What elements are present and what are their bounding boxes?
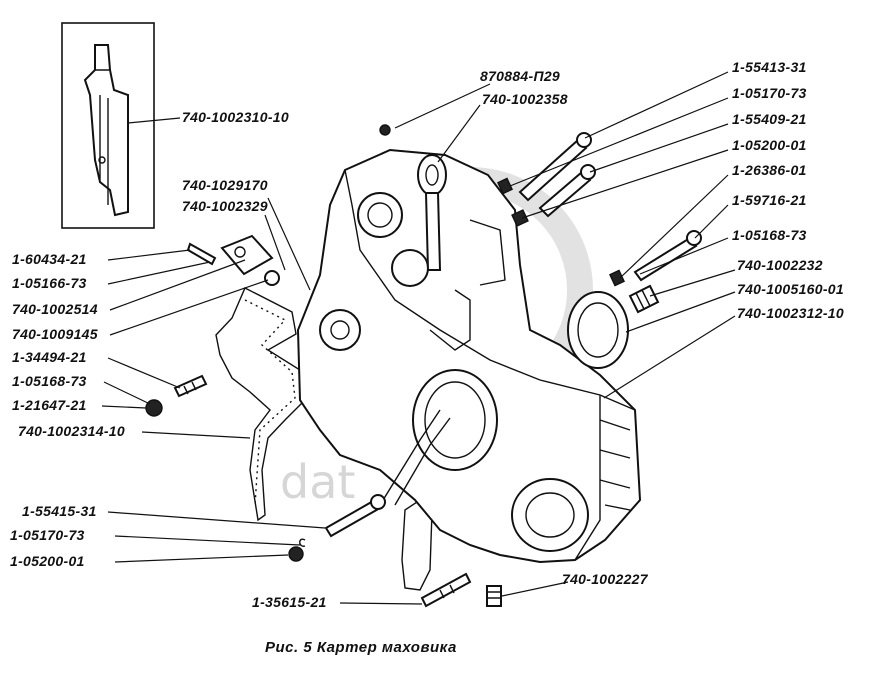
nut-left bbox=[145, 399, 163, 417]
label-1-05170-73-left: 1-05170-73 bbox=[10, 527, 85, 543]
plug-bottom bbox=[486, 585, 502, 607]
nut-upper bbox=[511, 209, 529, 227]
figure-caption: Рис. 5 Картер маховика bbox=[265, 639, 457, 656]
label-1-55409-21: 1-55409-21 bbox=[732, 111, 807, 127]
seal-ring bbox=[567, 291, 629, 369]
label-740-1005160-01: 740-1005160-01 bbox=[737, 281, 844, 297]
inset-detail bbox=[61, 22, 155, 229]
label-740-1002358: 740-1002358 bbox=[482, 91, 568, 107]
bolt-upper bbox=[518, 132, 592, 202]
stud-bottom bbox=[420, 572, 472, 608]
washer-upper bbox=[497, 177, 513, 195]
plug-top bbox=[379, 124, 391, 136]
plug-right bbox=[628, 284, 660, 314]
washer-right bbox=[609, 269, 625, 287]
washer-lower bbox=[299, 538, 306, 547]
label-740-1002312-10: 740-1002312-10 bbox=[737, 305, 844, 321]
label-1-35615-21: 1-35615-21 bbox=[252, 594, 327, 610]
nut-lower bbox=[288, 546, 304, 562]
label-1-34494-21: 1-34494-21 bbox=[12, 349, 87, 365]
label-1-59716-21: 1-59716-21 bbox=[732, 192, 807, 208]
label-1-05168-73-left: 1-05168-73 bbox=[12, 373, 87, 389]
label-740-1002329: 740-1002329 bbox=[182, 198, 268, 214]
label-740-1029170: 740-1029170 bbox=[182, 177, 268, 193]
stud-left bbox=[173, 374, 208, 398]
flywheel-housing bbox=[296, 148, 642, 564]
cover-plate-left bbox=[220, 234, 274, 276]
label-1-26386-01: 1-26386-01 bbox=[732, 162, 807, 178]
label-1-05200-01-right: 1-05200-01 bbox=[732, 137, 807, 153]
part-labels: 740-1002310-10 870884-П29 740-1002358 1-… bbox=[10, 59, 844, 610]
label-870884-p29: 870884-П29 bbox=[480, 68, 560, 84]
label-1-05166-73: 1-05166-73 bbox=[12, 275, 87, 291]
label-1-55413-31: 1-55413-31 bbox=[732, 59, 807, 75]
leader-lines bbox=[101, 71, 736, 605]
screw-left bbox=[186, 242, 217, 266]
washer-left bbox=[264, 270, 280, 286]
label-1-55415-31: 1-55415-31 bbox=[22, 503, 97, 519]
stud-right bbox=[633, 230, 702, 282]
label-1-21647-21: 1-21647-21 bbox=[12, 397, 87, 413]
tube bbox=[379, 409, 451, 506]
label-740-1002314-10: 740-1002314-10 bbox=[18, 423, 125, 439]
label-740-1009145: 740-1009145 bbox=[12, 326, 98, 342]
label-1-05170-73-right: 1-05170-73 bbox=[732, 85, 807, 101]
watermark-text: dat bbox=[280, 455, 355, 509]
lifting-eye bbox=[417, 154, 447, 271]
gasket bbox=[215, 287, 306, 522]
label-1-05168-73-right: 1-05168-73 bbox=[732, 227, 807, 243]
bolt-lower bbox=[324, 494, 386, 538]
label-1-60434-21: 1-60434-21 bbox=[12, 251, 87, 267]
label-740-1002232: 740-1002232 bbox=[737, 257, 823, 273]
label-740-1002227: 740-1002227 bbox=[562, 571, 649, 587]
label-740-1002310-10: 740-1002310-10 bbox=[182, 109, 289, 125]
label-740-1002514: 740-1002514 bbox=[12, 301, 98, 317]
bolt-middle bbox=[538, 164, 596, 218]
label-1-05200-01-left: 1-05200-01 bbox=[10, 553, 85, 569]
